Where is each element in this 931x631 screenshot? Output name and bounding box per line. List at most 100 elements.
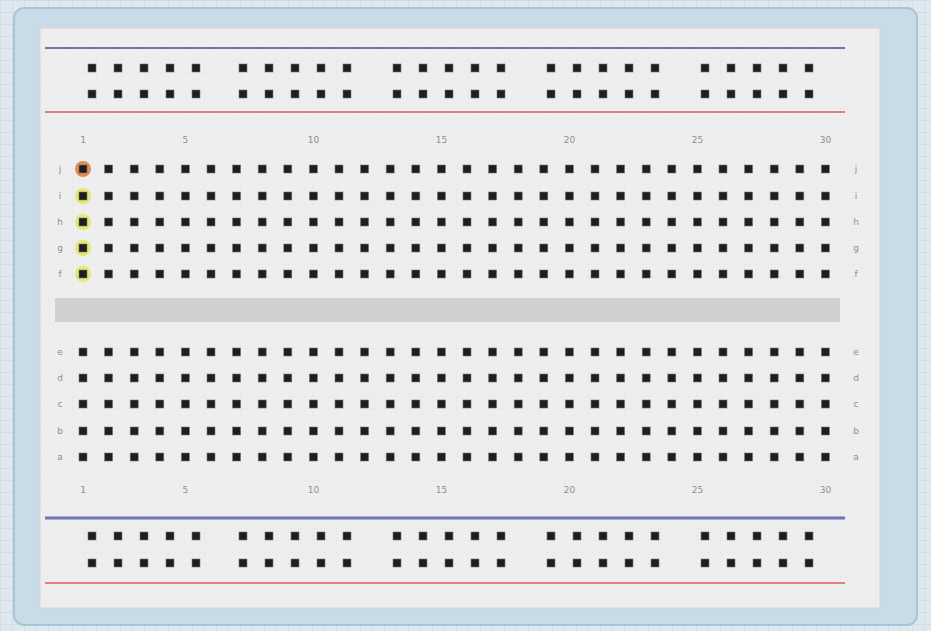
- hole: [514, 165, 522, 173]
- hole-grid: [75, 64, 829, 567]
- hole: [805, 532, 813, 540]
- hole: [547, 559, 555, 567]
- column-number: 1: [80, 486, 86, 495]
- column-number: 5: [183, 486, 189, 495]
- hole: [497, 532, 505, 540]
- hole: [796, 192, 804, 200]
- hole: [591, 244, 599, 252]
- hole: [617, 427, 625, 435]
- hole: [591, 270, 599, 278]
- hole: [445, 559, 453, 567]
- hole: [540, 165, 548, 173]
- row-letter: h: [853, 218, 859, 227]
- hole: [719, 348, 727, 356]
- column-number: 10: [308, 136, 319, 145]
- hole: [412, 192, 420, 200]
- hole: [437, 218, 445, 226]
- hole: [343, 532, 351, 540]
- hole: [745, 270, 753, 278]
- hole: [317, 532, 325, 540]
- hole: [181, 192, 189, 200]
- hole: [497, 64, 505, 72]
- hole: [668, 374, 676, 382]
- hole: [105, 453, 113, 461]
- hole: [258, 165, 266, 173]
- hole: [796, 453, 804, 461]
- hole: [796, 244, 804, 252]
- hole: [114, 64, 122, 72]
- hole: [233, 218, 241, 226]
- hole: [617, 165, 625, 173]
- board-texture: [40, 28, 880, 608]
- hole: [770, 348, 778, 356]
- hole: [309, 453, 317, 461]
- row-letter: j: [855, 165, 858, 174]
- hole-highlight: [75, 240, 91, 256]
- hole: [617, 244, 625, 252]
- hole: [651, 90, 659, 98]
- hole: [642, 453, 650, 461]
- hole: [540, 270, 548, 278]
- hole: [258, 192, 266, 200]
- hole: [386, 270, 394, 278]
- hole: [540, 218, 548, 226]
- hole: [599, 559, 607, 567]
- hole: [745, 374, 753, 382]
- hole: [565, 400, 573, 408]
- hole: [335, 374, 343, 382]
- hole: [239, 64, 247, 72]
- hole-highlight: [75, 161, 91, 177]
- hole: [386, 453, 394, 461]
- hole: [796, 427, 804, 435]
- hole: [412, 427, 420, 435]
- hole: [105, 244, 113, 252]
- hole: [361, 427, 369, 435]
- hole: [821, 400, 829, 408]
- hole: [599, 64, 607, 72]
- hole: [130, 374, 138, 382]
- hole: [642, 374, 650, 382]
- hole: [565, 453, 573, 461]
- hole: [668, 165, 676, 173]
- hole: [770, 427, 778, 435]
- row-letter: f: [854, 270, 857, 279]
- hole: [591, 192, 599, 200]
- hole: [419, 559, 427, 567]
- row-letter: d: [853, 374, 859, 383]
- hole: [258, 453, 266, 461]
- hole: [745, 453, 753, 461]
- hole: [573, 64, 581, 72]
- hole: [693, 374, 701, 382]
- hole: [617, 218, 625, 226]
- hole: [540, 427, 548, 435]
- hole: [130, 400, 138, 408]
- hole: [770, 218, 778, 226]
- hole: [309, 348, 317, 356]
- hole: [181, 270, 189, 278]
- hole: [233, 244, 241, 252]
- row-letter: b: [57, 427, 63, 436]
- hole: [821, 218, 829, 226]
- hole: [207, 192, 215, 200]
- hole: [463, 165, 471, 173]
- hole: [207, 453, 215, 461]
- hole: [591, 453, 599, 461]
- hole: [796, 348, 804, 356]
- hole: [419, 90, 427, 98]
- hole: [573, 90, 581, 98]
- hole: [796, 400, 804, 408]
- hole: [412, 374, 420, 382]
- hole: [445, 532, 453, 540]
- hole: [105, 218, 113, 226]
- hole: [642, 348, 650, 356]
- hole: [265, 64, 273, 72]
- hole: [181, 427, 189, 435]
- hole: [114, 532, 122, 540]
- hole: [140, 532, 148, 540]
- hole: [412, 348, 420, 356]
- hole: [821, 192, 829, 200]
- hole: [386, 165, 394, 173]
- hole: [437, 374, 445, 382]
- hole: [79, 374, 87, 382]
- hole: [540, 453, 548, 461]
